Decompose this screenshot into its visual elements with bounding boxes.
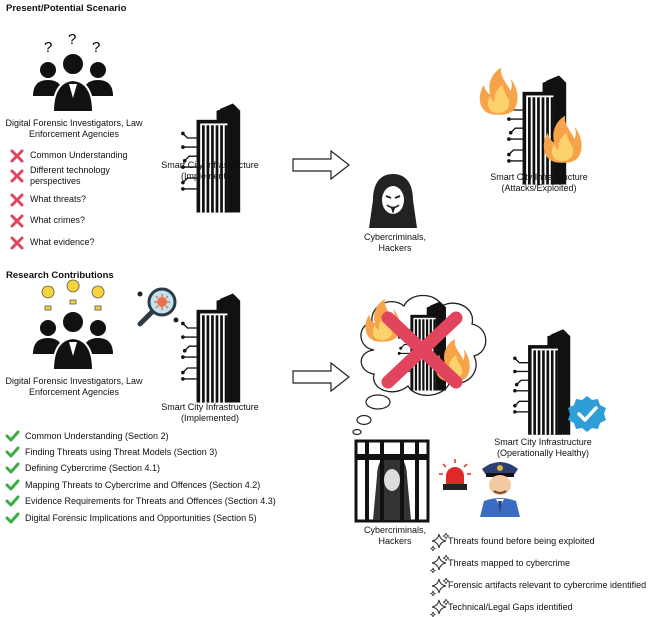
hacker-icon xyxy=(369,174,417,228)
infra-caption-top: Smart City Infrastructure(Implemented) xyxy=(161,160,259,181)
police-icon xyxy=(480,462,520,517)
check-icon xyxy=(5,512,20,524)
problem-item: Common Understanding xyxy=(30,150,128,160)
jail-icon xyxy=(354,439,430,523)
cross-icon xyxy=(381,311,463,389)
cross-icon xyxy=(10,169,24,183)
problem-item: What crimes? xyxy=(30,215,86,225)
building-icon xyxy=(180,102,241,214)
people-idea-icon xyxy=(33,279,113,371)
svg-text:?: ? xyxy=(68,31,76,48)
investigators-caption-top: Digital Forensic Investigators, Law Enfo… xyxy=(5,118,143,139)
sparkle-icon xyxy=(430,577,450,597)
sparkle-icon xyxy=(430,532,450,552)
arrow-icon xyxy=(292,362,350,392)
cross-icon xyxy=(10,149,24,163)
svg-text:?: ? xyxy=(44,39,52,56)
check-icon xyxy=(5,446,20,458)
svg-text:?: ? xyxy=(92,39,100,56)
outcome-item: Forensic artifacts relevant to cybercrim… xyxy=(448,580,647,590)
sparkle-icon xyxy=(430,598,450,617)
check-badge-icon xyxy=(568,396,606,432)
section-heading-research: Research Contributions xyxy=(6,270,114,281)
section-heading-present: Present/Potential Scenario xyxy=(6,3,127,14)
contribution-item: Evidence Requirements for Threats and Of… xyxy=(25,496,276,506)
problem-item: Different technology perspectives xyxy=(30,165,110,186)
check-icon xyxy=(5,462,20,474)
contribution-item: Mapping Threats to Cybercrime and Offenc… xyxy=(25,480,261,490)
check-icon xyxy=(5,430,20,442)
outcome-item: Technical/Legal Gaps identified xyxy=(448,602,573,612)
healthy-caption: Smart City Infrastructure(Operationally … xyxy=(494,437,592,458)
arrow-icon xyxy=(292,150,350,180)
fire-icon xyxy=(543,115,582,163)
check-icon xyxy=(5,479,20,491)
cross-icon xyxy=(10,236,24,250)
criminals-caption-top: Cybercriminals,Hackers xyxy=(363,232,426,253)
criminals-caption-bottom: Cybercriminals,Hackers xyxy=(363,525,426,546)
people-question-icon: ? ? ? xyxy=(33,31,113,113)
attacked-caption: Smart City Infrastructure(Attacks/Exploi… xyxy=(490,172,588,193)
contribution-item: Finding Threats using Threat Models (Sec… xyxy=(25,447,218,457)
infra-caption-bottom: Smart City Infrastructure(Implemented) xyxy=(161,402,259,423)
contribution-item: Common Understanding (Section 2) xyxy=(25,431,169,441)
cross-icon xyxy=(10,193,24,207)
contribution-item: Defining Cybercrime (Section 4.1) xyxy=(25,463,161,473)
check-icon xyxy=(5,495,20,507)
outcome-item: Threats mapped to cybercrime xyxy=(448,558,571,568)
building-icon xyxy=(512,328,571,436)
cross-icon xyxy=(10,214,24,228)
sparkle-icon xyxy=(430,554,450,574)
building-icon xyxy=(180,292,241,404)
problem-item: What threats? xyxy=(30,194,87,204)
investigators-caption-bottom: Digital Forensic Investigators, Law Enfo… xyxy=(5,376,143,397)
fire-icon xyxy=(479,67,518,115)
problem-item: What evidence? xyxy=(30,237,95,247)
outcome-item: Threats found before being exploited xyxy=(448,536,595,546)
siren-icon xyxy=(439,459,471,490)
magnifier-virus-icon xyxy=(137,287,179,327)
contribution-item: Digital Forensic Implications and Opport… xyxy=(25,513,257,523)
